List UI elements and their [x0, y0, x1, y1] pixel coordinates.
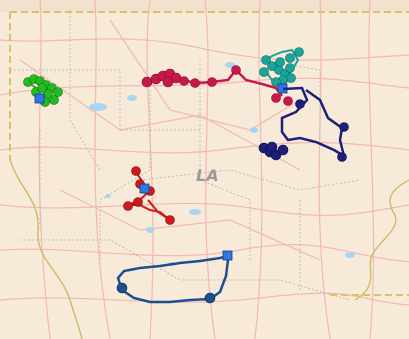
- track-marker[interactable]: [222, 250, 233, 261]
- rivers: [9, 159, 409, 339]
- state-label: LA: [196, 166, 219, 185]
- water-bodies: [89, 62, 355, 266]
- track-points: [259, 47, 304, 87]
- neighbor-region: [0, 0, 409, 12]
- track-navy[interactable]: [258, 86, 349, 162]
- track-red[interactable]: [123, 166, 175, 225]
- track-marker[interactable]: [34, 93, 45, 104]
- track-green[interactable]: [23, 74, 63, 107]
- track-crimson[interactable]: [141, 65, 293, 106]
- track-points: [116, 282, 216, 304]
- track-points: [258, 99, 349, 162]
- state-border: [9, 11, 409, 296]
- track-marker[interactable]: [139, 183, 150, 194]
- track-points: [141, 65, 293, 106]
- track-teal[interactable]: [259, 47, 304, 94]
- track-blue[interactable]: [116, 250, 233, 304]
